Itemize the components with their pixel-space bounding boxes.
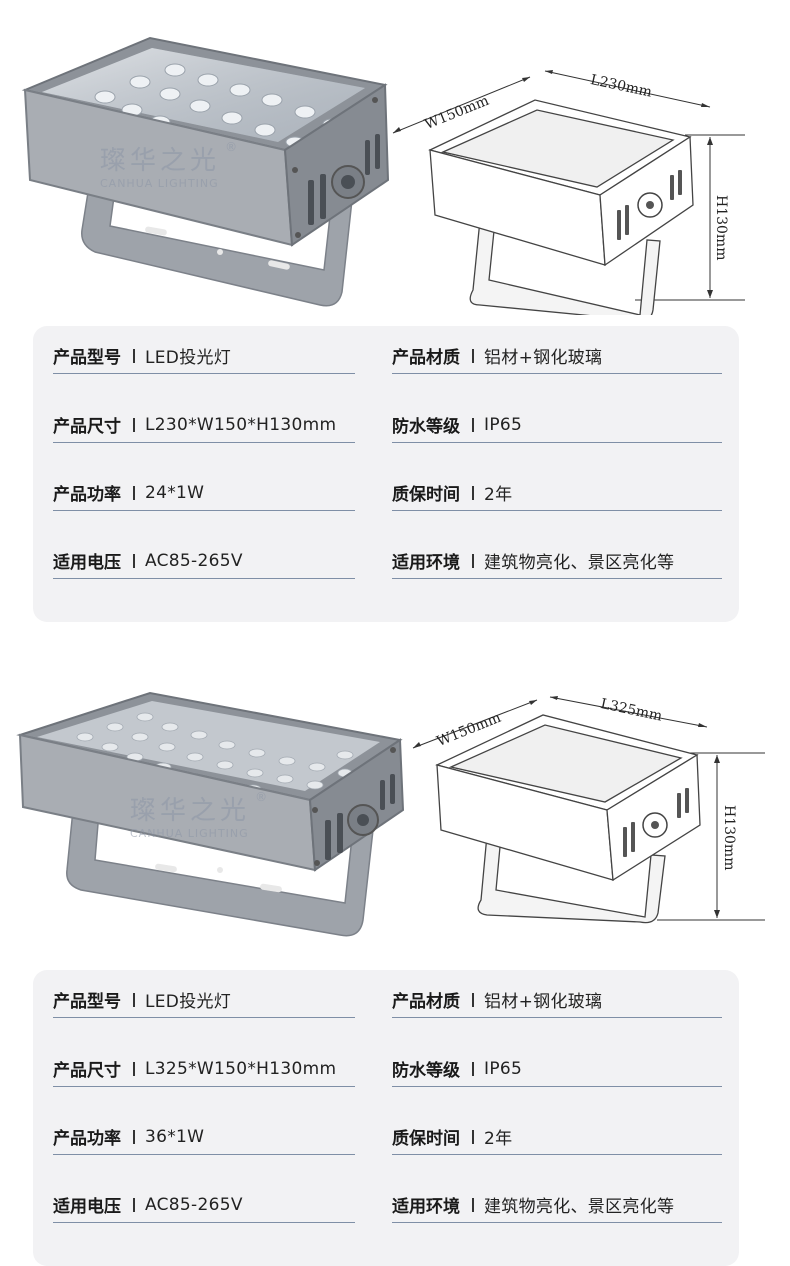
- product-section-36w: 璨华之光 ® CANHUA LIGHTING W15: [0, 640, 790, 1266]
- floodlight-photo-24w: [21, 36, 390, 307]
- dimension-height-label: H130mm: [713, 195, 729, 260]
- spec-row: 产品型号 LED投光灯: [53, 338, 355, 374]
- spec-row: 适用环境 建筑物亮化、景区亮化等: [392, 543, 722, 579]
- spec-row: 质保时间 2年: [392, 475, 722, 511]
- dimension-length-label: L230mm: [589, 72, 654, 101]
- spec-row: 产品材质 铝材+钢化玻璃: [392, 338, 722, 374]
- spec-table-36w: 产品型号 LED投光灯 产品尺寸 L325*W150*H130mm 产品功率 3…: [33, 970, 739, 1266]
- spec-table-24w: 产品型号 LED投光灯 产品尺寸 L230*W150*H130mm 产品功率 2…: [33, 326, 739, 622]
- dimension-drawing-24w: W150mm L230mm H130mm: [392, 70, 745, 315]
- watermark: 璨华之光 ® CANHUA LIGHTING: [130, 790, 268, 840]
- spec-row: 产品功率 36*1W: [53, 1119, 355, 1155]
- dimension-drawing-36w: W150mm L325mm H130mm: [412, 696, 765, 924]
- spec-row: 适用电压 AC85-265V: [53, 1187, 355, 1223]
- spec-row: 产品尺寸 L230*W150*H130mm: [53, 407, 355, 443]
- floodlight-photo-36w: [16, 691, 405, 937]
- spec-row: 产品型号 LED投光灯: [53, 982, 355, 1018]
- spec-row: 质保时间 2年: [392, 1119, 722, 1155]
- spec-row: 防水等级 IP65: [392, 1051, 722, 1087]
- spec-row: 适用电压 AC85-265V: [53, 543, 355, 579]
- spec-row: 防水等级 IP65: [392, 407, 722, 443]
- dimension-height-label: H130mm: [721, 805, 737, 870]
- dimension-length-label: L325mm: [599, 696, 664, 725]
- watermark: 璨华之光 ® CANHUA LIGHTING: [100, 140, 238, 190]
- spec-row: 适用环境 建筑物亮化、景区亮化等: [392, 1187, 722, 1223]
- spec-row: 产品功率 24*1W: [53, 475, 355, 511]
- spec-row: 产品材质 铝材+钢化玻璃: [392, 982, 722, 1018]
- product-section-24w: 璨华之光 ® CANHUA LIGHTING: [21, 36, 745, 622]
- spec-row: 产品尺寸 L325*W150*H130mm: [53, 1051, 355, 1087]
